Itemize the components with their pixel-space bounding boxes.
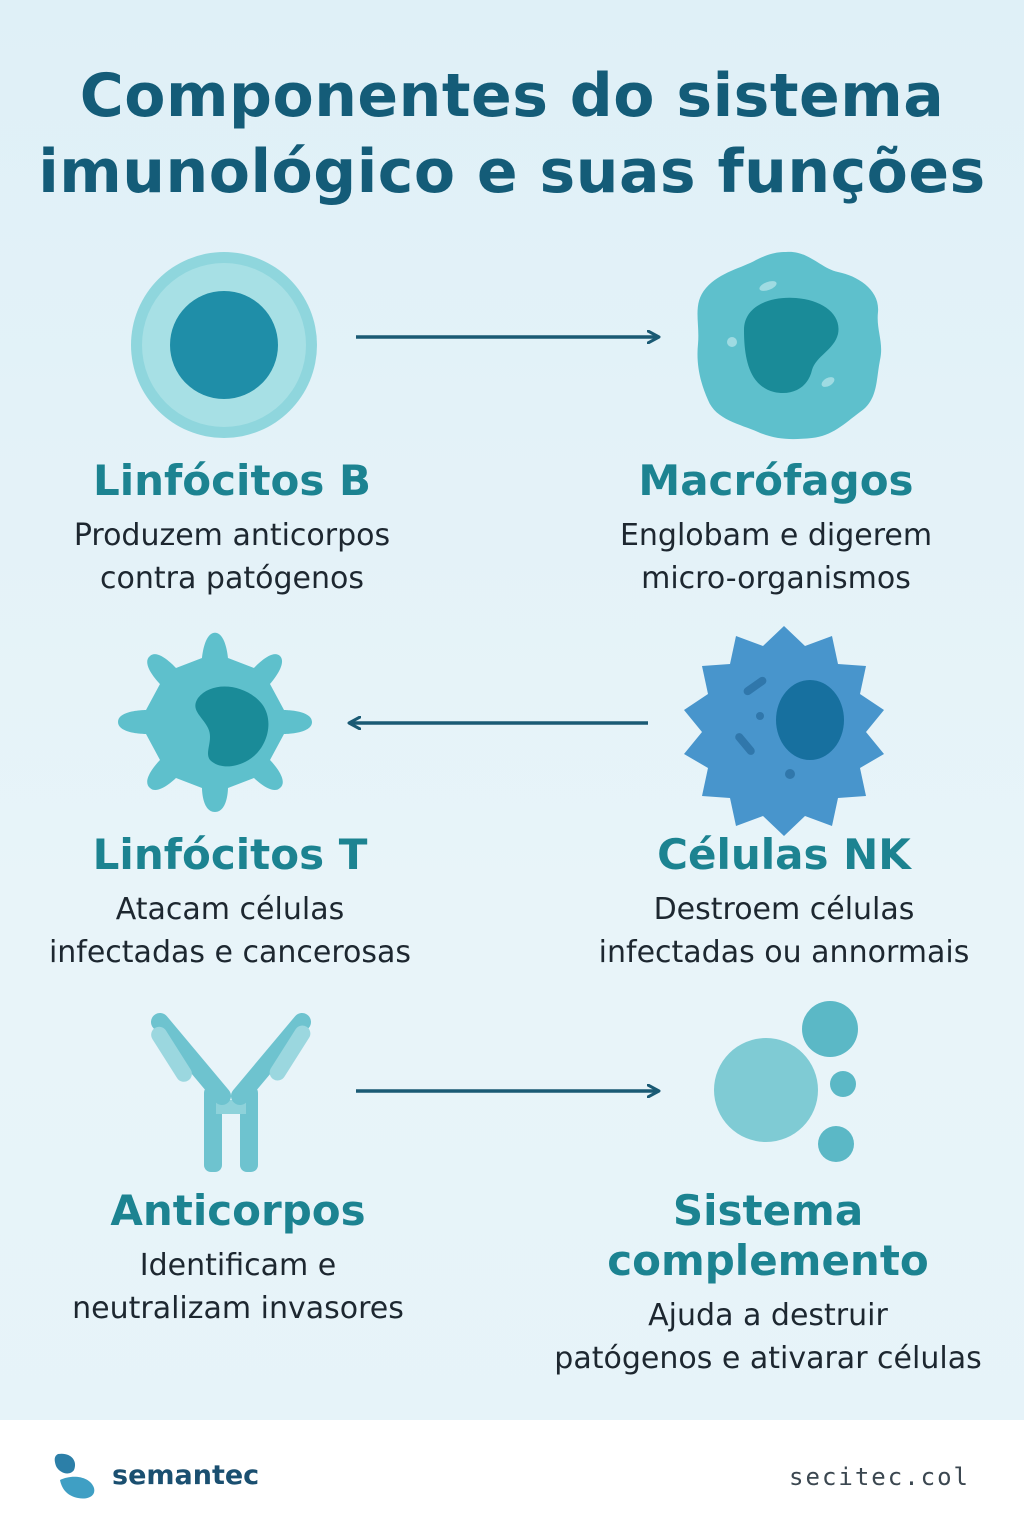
b-lymphocyte-icon xyxy=(131,252,317,438)
footer-domain: secitec.col xyxy=(789,1463,970,1491)
component-name: Células NK xyxy=(657,830,911,879)
component-name: Anticorpos xyxy=(110,1186,366,1235)
component-description: Destroem células infectadas ou annormais xyxy=(598,892,970,970)
macrophage-icon xyxy=(697,251,882,440)
component-name: Linfócitos T xyxy=(92,830,368,879)
brand-name: semantec xyxy=(112,1460,260,1491)
component-nk-cells: Células NK Destroem células infectadas o… xyxy=(554,830,1014,974)
page-title-line-1: Componentes do sistema xyxy=(79,61,945,131)
complement-system-icon xyxy=(714,1001,858,1162)
component-description: Identificam e neutralizam invasores xyxy=(72,1248,404,1326)
component-name: Macrófagos xyxy=(638,456,914,505)
t-lymphocyte-icon xyxy=(118,632,312,812)
component-complement-system: Sistema complemento Ajuda a destruir pat… xyxy=(538,1186,998,1380)
component-description: Atacam células infectadas e cancerosas xyxy=(48,892,412,970)
component-antibodies: Anticorpos Identificam e neutralizam inv… xyxy=(8,1186,468,1330)
component-b-lymphocytes: Linfócitos B Produzem anticorpos contra … xyxy=(2,456,462,600)
component-t-lymphocytes: Linfócitos T Atacam células infectadas e… xyxy=(0,830,460,974)
component-description: Englobam e digerem micro-organismos xyxy=(619,518,933,596)
component-name: Sistema complemento xyxy=(607,1186,929,1285)
page-title: Componentes do sistema imunológico e sua… xyxy=(0,58,1024,210)
illustrations xyxy=(118,251,884,1172)
page-title-line-2: imunológico e suas funções xyxy=(38,137,986,207)
component-name: Linfócitos B xyxy=(92,456,372,505)
nk-cell-icon xyxy=(684,626,884,836)
component-macrophages: Macrófagos Englobam e digerem micro-orga… xyxy=(546,456,1006,600)
component-description: Ajuda a destruir patógenos e ativarar cé… xyxy=(554,1298,982,1376)
semantec-logo-icon xyxy=(54,1453,95,1499)
antibody-icon xyxy=(151,1013,311,1172)
footer-bar xyxy=(0,1420,1024,1536)
component-description: Produzem anticorpos contra patógenos xyxy=(73,518,391,596)
